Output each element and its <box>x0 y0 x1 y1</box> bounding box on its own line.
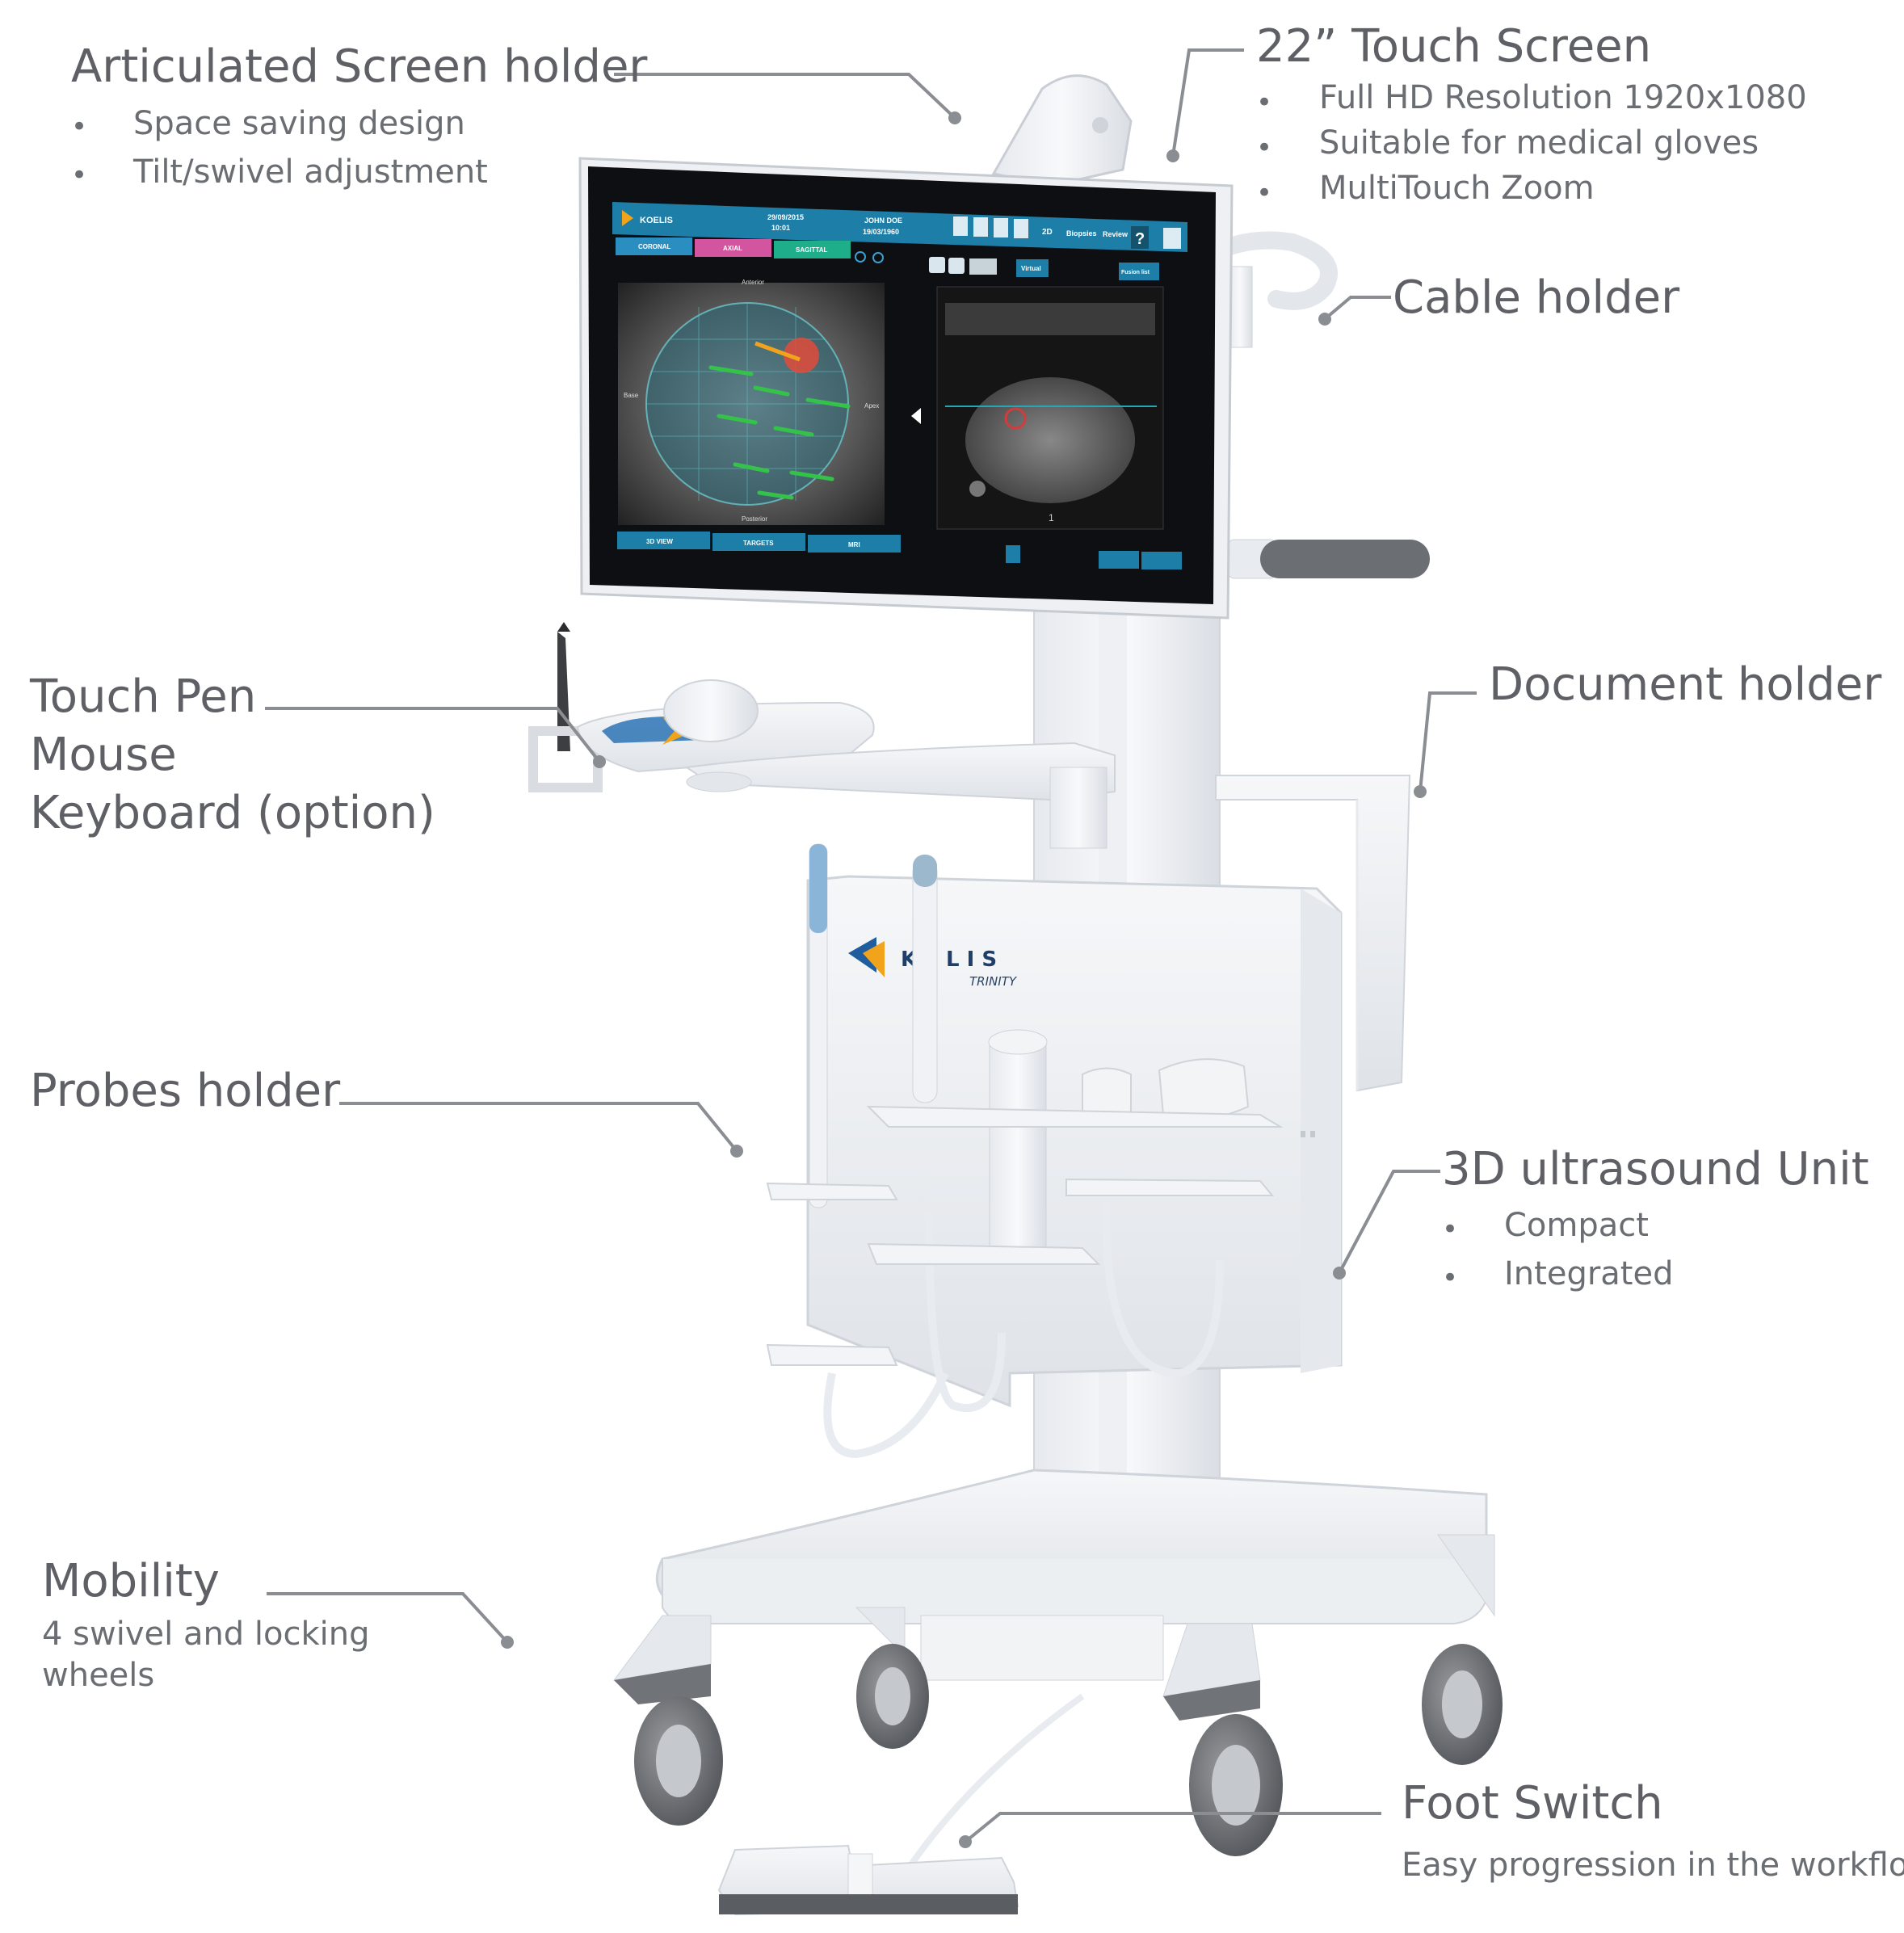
cable-holder-title: Cable holder <box>1393 271 1680 324</box>
mobility-line-2: wheels <box>42 1657 155 1694</box>
tab-coronal: CORONAL <box>638 243 671 250</box>
touch-screen-item-3: MultiTouch Zoom <box>1319 170 1595 207</box>
cart-base <box>655 1469 1492 1681</box>
screen-holder-title: Articulated Screen holder <box>71 40 648 93</box>
screen-help: ? <box>1135 230 1145 248</box>
foot-switch-subtitle: Easy progression in the workflow <box>1402 1847 1904 1884</box>
screen-biopsies: Biopsies <box>1066 229 1097 237</box>
bullet-icon: • <box>1256 132 1273 164</box>
bullet-icon: • <box>71 159 88 191</box>
btn-virtual: Virtual <box>1021 265 1041 272</box>
btn-mri: MRI <box>848 541 860 548</box>
orient-base: Base <box>624 392 639 399</box>
tab-axial: AXIAL <box>723 245 742 252</box>
input-keyboard: Keyboard (option) <box>30 787 435 839</box>
foot-switch-title: Foot Switch <box>1402 1777 1663 1830</box>
foot-switch <box>717 1693 1085 1916</box>
leader-dots <box>501 111 1427 1848</box>
btn-fusion-list: Fusion list <box>1121 270 1150 275</box>
articulated-screen-arm <box>991 74 1133 187</box>
touch-screen-item-2: Suitable for medical gloves <box>1319 124 1759 162</box>
document-holder-title: Document holder <box>1489 658 1882 711</box>
input-mouse: Mouse <box>30 729 177 781</box>
screen-content: KOELIS 29/09/2015 10:01 JOHN DOE 19/03/1… <box>612 202 1187 569</box>
device-model: TRINITY <box>969 974 1018 989</box>
probes-holder-title: Probes holder <box>30 1065 341 1117</box>
touch-screen-title: 22” Touch Screen <box>1256 20 1652 73</box>
document-holder <box>1215 775 1411 1092</box>
ultrasound-unit-item-1: Compact <box>1504 1207 1649 1244</box>
bullet-icon: • <box>1442 1262 1459 1294</box>
input-tray <box>528 622 1116 849</box>
screen-holder-item-1: Space saving design <box>133 105 465 142</box>
bullet-icon: • <box>1256 177 1273 209</box>
probe-racks <box>766 1105 1284 1366</box>
screen-patient-name: JOHN DOE <box>864 216 902 225</box>
mobility-line-1: 4 swivel and locking <box>42 1616 370 1653</box>
leader-lines <box>265 48 1477 1843</box>
screen-logo: KOELIS <box>640 216 673 225</box>
screen-time: 10:01 <box>771 224 790 232</box>
bullet-icon: • <box>71 111 88 143</box>
screen-patient-dob: 19/03/1960 <box>863 228 899 236</box>
btn-3d-view: 3D VIEW <box>646 538 673 545</box>
orient-anterior: Anterior <box>742 279 764 286</box>
mobility-title: Mobility <box>42 1555 220 1607</box>
ultrasound-unit: K E L I S TRINITY <box>806 875 1343 1408</box>
screen-slice-index: 1 <box>1049 512 1054 523</box>
bullet-icon: • <box>1256 86 1273 119</box>
orient-posterior: Posterior <box>742 515 767 523</box>
ultrasound-unit-item-2: Integrated <box>1504 1255 1674 1292</box>
bullet-icon: • <box>1442 1213 1459 1246</box>
touch-screen-item-1: Full HD Resolution 1920x1080 <box>1319 79 1807 116</box>
btn-targets: TARGETS <box>743 540 774 547</box>
cart-handle <box>1227 539 1430 579</box>
screen-mode-2d: 2D <box>1042 228 1053 237</box>
screen-date: 29/09/2015 <box>767 213 804 221</box>
tab-sagittal: SAGITTAL <box>796 246 828 254</box>
screen-holder-item-2: Tilt/swivel adjustment <box>133 153 488 191</box>
orient-apex: Apex <box>864 402 879 410</box>
ultrasound-unit-title: 3D ultrasound Unit <box>1442 1143 1869 1196</box>
wheels <box>612 1534 1503 1856</box>
screen-review: Review <box>1103 230 1129 238</box>
input-touch-pen: Touch Pen <box>30 670 257 723</box>
probes <box>809 843 1250 1459</box>
